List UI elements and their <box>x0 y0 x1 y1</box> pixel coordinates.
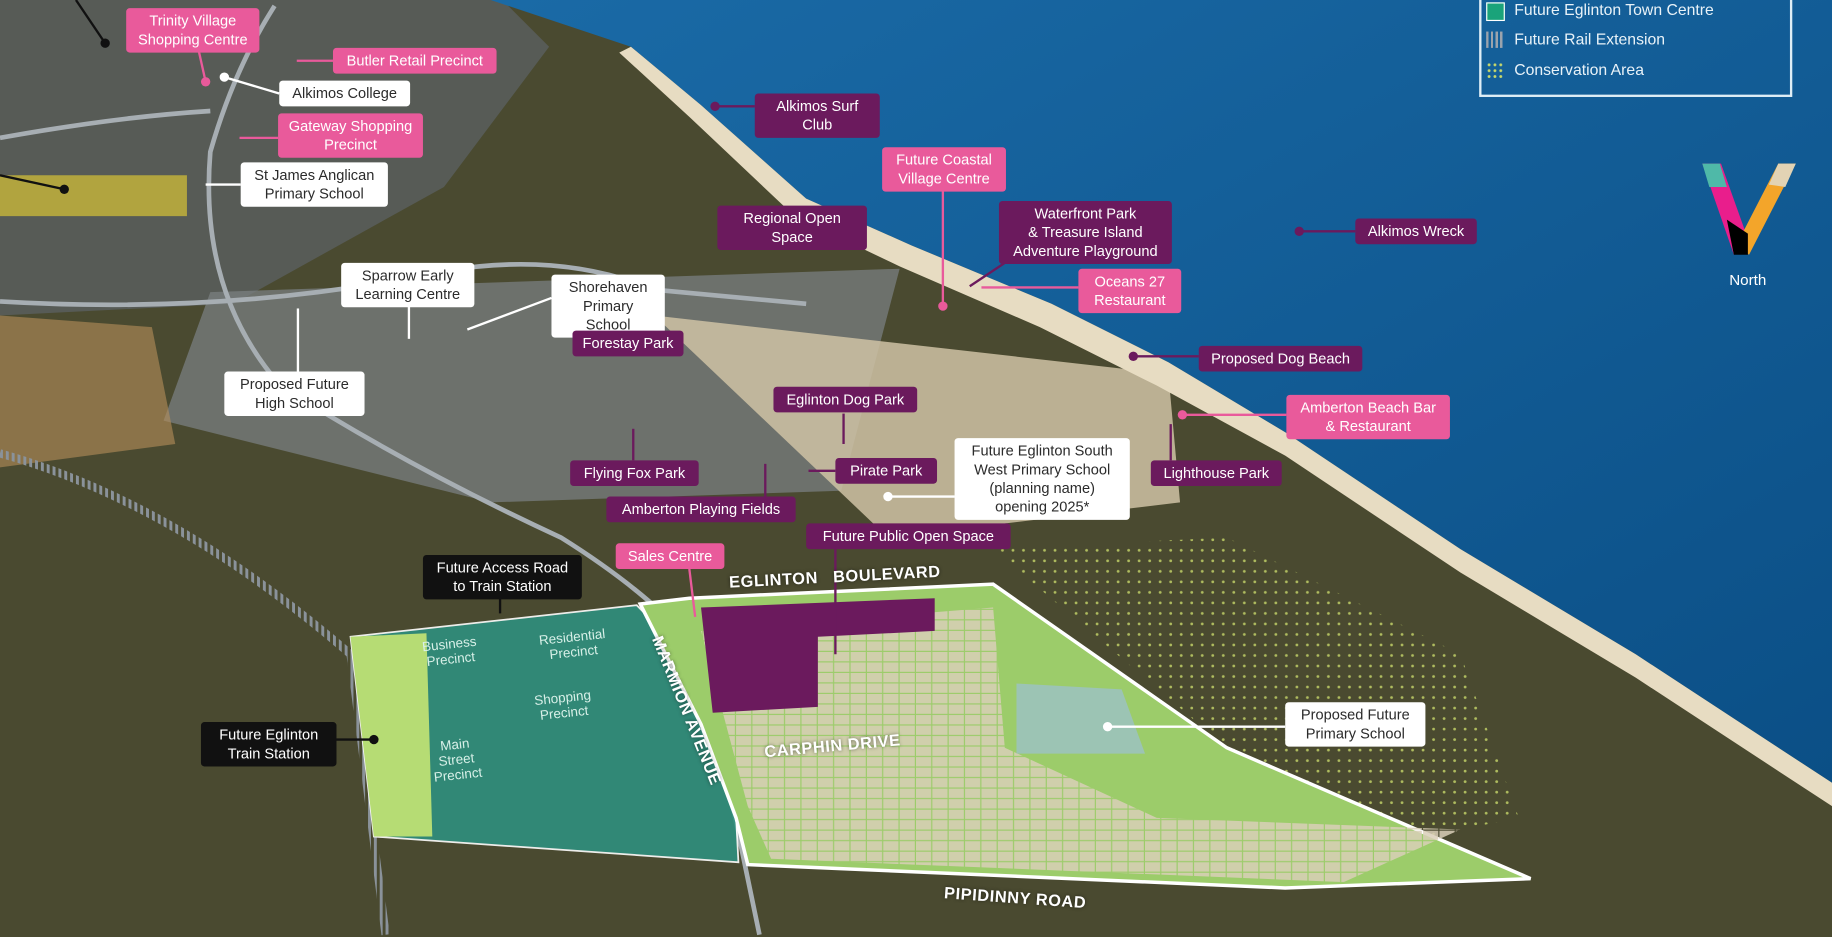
label-alkimos-wreck[interactable]: Alkimos Wreck <box>1355 218 1477 245</box>
leader-dots <box>59 38 1304 745</box>
label-amberton-beach-bar[interactable]: Amberton Beach Bar & Restaurant <box>1286 394 1450 440</box>
label-coastal-village[interactable]: Future Coastal Village Centre <box>882 147 1006 192</box>
released-lots <box>701 598 935 713</box>
label-pirate-park[interactable]: Pirate Park <box>835 458 938 484</box>
label-lighthouse-park[interactable]: Lighthouse Park <box>1150 460 1282 487</box>
label-shorehaven[interactable]: Shorehaven Primary School <box>551 274 665 338</box>
legend-item: Future Eglinton Town Centre <box>1486 1 1714 22</box>
label-forestay-park[interactable]: Forestay Park <box>572 330 684 357</box>
precinct-business: Business Precinct <box>421 635 478 670</box>
green-square-icon <box>1486 2 1505 22</box>
label-future-high-school[interactable]: Proposed Future High School <box>224 371 365 416</box>
ocean <box>490 0 1832 783</box>
label-st-james[interactable]: St James Anglican Primary School <box>240 162 388 207</box>
legend-label: Future Rail Extension <box>1514 30 1666 48</box>
conservation-area <box>993 537 1519 842</box>
label-regional-open-space[interactable]: Regional Open Space <box>717 205 867 251</box>
label-sw-primary-school[interactable]: Future Eglinton South West Primary Schoo… <box>954 438 1130 520</box>
label-sparrow[interactable]: Sparrow Early Learning Centre <box>341 262 475 308</box>
precinct-shopping: Shopping Precinct <box>533 688 592 724</box>
label-oceans-27[interactable]: Oceans 27 Restaurant <box>1078 268 1182 314</box>
label-waterfront-park[interactable]: Waterfront Park & Treasure Island Advent… <box>998 200 1172 265</box>
leader-lines <box>0 0 1356 741</box>
legend-item: Future Rail Extension <box>1486 30 1666 48</box>
label-future-primary-school[interactable]: Proposed Future Primary School <box>1285 702 1426 747</box>
legend-label: Future Eglinton Town Centre <box>1514 1 1714 19</box>
label-dog-beach[interactable]: Proposed Dog Beach <box>1198 345 1363 372</box>
suburbs-north <box>0 0 550 316</box>
legend-item: Conservation Area <box>1486 60 1644 79</box>
legend-label: Conservation Area <box>1514 60 1644 79</box>
logo-caption: North <box>1729 271 1767 289</box>
label-eglinton-dog-park[interactable]: Eglinton Dog Park <box>773 386 918 413</box>
residential-lots <box>701 607 1461 883</box>
label-amberton-playing-fields[interactable]: Amberton Playing Fields <box>606 496 796 523</box>
precinct-main-street: Main Street Precinct <box>433 737 483 786</box>
rail-hatch-icon <box>1486 31 1503 48</box>
label-trinity-village[interactable]: Trinity Village Shopping Centre <box>126 8 260 53</box>
label-train-station[interactable]: Future Eglinton Train Station <box>200 722 337 767</box>
label-sales-centre[interactable]: Sales Centre <box>615 543 725 569</box>
label-public-open-space[interactable]: Future Public Open Space <box>806 523 1011 550</box>
sand-area <box>0 315 176 468</box>
v-logo-icon <box>1702 163 1796 255</box>
label-gateway-shopping[interactable]: Gateway Shopping Precinct <box>278 113 423 158</box>
station-parkland <box>350 633 433 837</box>
dotted-area-icon <box>1486 61 1503 79</box>
future-primary-site <box>1016 683 1146 754</box>
label-access-road[interactable]: Future Access Road to Train Station <box>422 554 582 600</box>
rail-extension <box>0 449 390 936</box>
label-flying-fox-park[interactable]: Flying Fox Park <box>570 460 699 487</box>
label-butler-retail[interactable]: Butler Retail Precinct <box>332 47 497 74</box>
label-alkimos-surf-club[interactable]: Alkimos Surf Club <box>754 93 880 138</box>
map-legend: Future Eglinton Town Centre Future Rail … <box>1479 0 1793 97</box>
label-alkimos-college[interactable]: Alkimos College <box>279 80 411 107</box>
